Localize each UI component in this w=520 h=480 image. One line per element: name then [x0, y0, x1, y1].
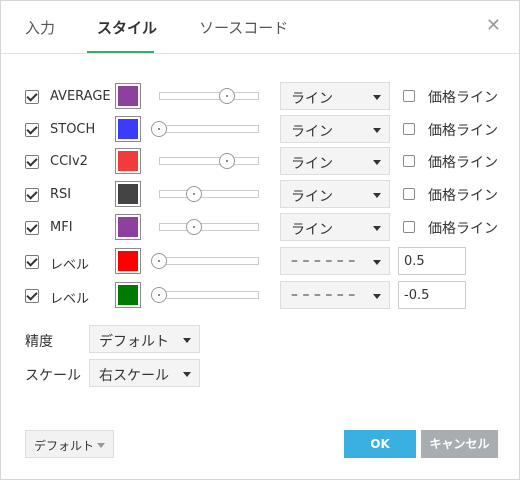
level-row-1: レベル – – – – – – 0.5	[1, 247, 519, 277]
slider-handle[interactable]	[151, 121, 167, 137]
tab-source-code[interactable]: ソースコード	[199, 19, 289, 37]
plot-label: CCIv2	[50, 154, 88, 169]
chevron-down-icon	[373, 160, 381, 165]
color-swatch[interactable]	[115, 248, 141, 274]
color-swatch[interactable]	[115, 214, 141, 240]
plot-style-select[interactable]: ライン	[280, 180, 390, 208]
slider-handle[interactable]	[219, 153, 235, 169]
precision-label: 精度	[25, 334, 53, 350]
chevron-down-icon	[373, 193, 381, 198]
level-label: レベル	[50, 292, 90, 307]
level-style-select[interactable]: – – – – – –	[280, 281, 390, 309]
chevron-down-icon	[183, 372, 191, 377]
chevron-down-icon	[183, 338, 191, 343]
active-tab-underline	[87, 51, 154, 53]
plot-style-select[interactable]: ライン	[280, 213, 390, 241]
price-line-label: 価格ライン	[428, 123, 498, 139]
price-line-label: 価格ライン	[428, 90, 498, 106]
scale-select[interactable]: 右スケール	[89, 359, 200, 387]
plot-style-select[interactable]: ライン	[280, 82, 390, 110]
plot-visible-checkbox[interactable]	[25, 221, 39, 235]
scale-label: スケール	[25, 368, 81, 384]
plot-row-mfi: MFI ライン 価格ライン	[1, 213, 519, 243]
level-value-input[interactable]: -0.5	[398, 281, 466, 309]
price-line-checkbox[interactable]	[403, 90, 415, 102]
cancel-button[interactable]: キャンセル	[421, 430, 498, 458]
line-width-slider[interactable]	[159, 157, 259, 165]
slider-handle[interactable]	[151, 287, 167, 303]
chevron-down-icon	[373, 294, 381, 299]
plot-row-cciv2: CCIv2 ライン 価格ライン	[1, 147, 519, 177]
price-line-label: 価格ライン	[428, 188, 498, 204]
slider-handle[interactable]	[186, 186, 202, 202]
plot-label: AVERAGE	[50, 89, 111, 104]
chevron-down-icon	[373, 95, 381, 100]
color-swatch[interactable]	[115, 148, 141, 174]
chevron-down-icon	[373, 128, 381, 133]
level-visible-checkbox[interactable]	[25, 255, 39, 269]
line-width-slider[interactable]	[159, 257, 259, 265]
line-width-slider[interactable]	[159, 125, 259, 133]
close-icon[interactable]: ✕	[485, 15, 501, 36]
tab-bar: 入力 スタイル ソースコード ✕	[1, 1, 519, 54]
line-width-slider[interactable]	[159, 223, 259, 231]
ok-button[interactable]: OK	[344, 430, 416, 458]
default-button[interactable]: デフォルト	[25, 430, 114, 458]
color-swatch[interactable]	[115, 83, 141, 109]
line-width-slider[interactable]	[159, 291, 259, 299]
chevron-down-icon	[373, 226, 381, 231]
plot-visible-checkbox[interactable]	[25, 188, 39, 202]
slider-handle[interactable]	[151, 253, 167, 269]
plot-label: STOCH	[50, 122, 96, 137]
level-value-input[interactable]: 0.5	[398, 247, 466, 275]
color-swatch[interactable]	[115, 116, 141, 142]
price-line-checkbox[interactable]	[403, 155, 415, 167]
level-style-select[interactable]: – – – – – –	[280, 247, 390, 275]
price-line-checkbox[interactable]	[403, 221, 415, 233]
plot-row-rsi: RSI ライン 価格ライン	[1, 180, 519, 210]
price-line-label: 価格ライン	[428, 155, 498, 171]
price-line-label: 価格ライン	[428, 221, 498, 237]
plot-style-select[interactable]: ライン	[280, 147, 390, 175]
color-swatch[interactable]	[115, 181, 141, 207]
chevron-down-icon	[97, 443, 105, 448]
plot-row-stoch: STOCH ライン 価格ライン	[1, 115, 519, 145]
line-width-slider[interactable]	[159, 190, 259, 198]
tab-inputs[interactable]: 入力	[25, 19, 56, 37]
level-visible-checkbox[interactable]	[25, 289, 39, 303]
price-line-checkbox[interactable]	[403, 188, 415, 200]
plot-style-select[interactable]: ライン	[280, 115, 390, 143]
level-label: レベル	[50, 258, 90, 273]
plot-label: RSI	[50, 187, 72, 202]
price-line-checkbox[interactable]	[403, 123, 415, 135]
slider-handle[interactable]	[219, 88, 235, 104]
color-swatch[interactable]	[115, 282, 141, 308]
plot-visible-checkbox[interactable]	[25, 155, 39, 169]
chevron-down-icon	[373, 260, 381, 265]
plot-label: MFI	[50, 220, 73, 235]
line-width-slider[interactable]	[159, 92, 259, 100]
tab-style[interactable]: スタイル	[97, 19, 158, 37]
plot-visible-checkbox[interactable]	[25, 90, 39, 104]
level-row-2: レベル – – – – – – -0.5	[1, 281, 519, 311]
precision-select[interactable]: デフォルト	[89, 325, 200, 353]
slider-handle[interactable]	[186, 219, 202, 235]
plot-visible-checkbox[interactable]	[25, 123, 39, 137]
plot-row-average: AVERAGE ライン 価格ライン	[1, 82, 519, 112]
